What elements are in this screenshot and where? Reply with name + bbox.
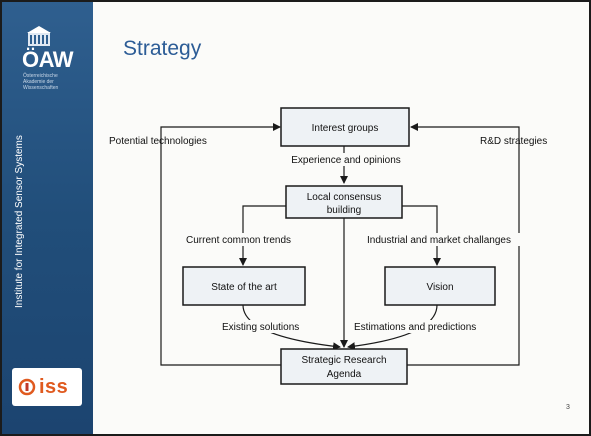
logo-subtitle-line: Akademie der (23, 79, 54, 85)
box-consensus-line1: Local consensus (307, 192, 382, 203)
logo-text: ÖAW (22, 47, 74, 72)
sidebar: ÖAW Österreichische Akademie der Wissens… (2, 2, 93, 434)
iss-logo-text: iss (39, 376, 69, 398)
box-agenda-line1: Strategic Research (301, 355, 386, 366)
box-vision: Vision (384, 266, 496, 306)
label-rd-strategies: R&D strategies (480, 136, 547, 147)
building-emblem-icon (27, 26, 51, 46)
page-number: 3 (566, 404, 570, 411)
label-industrial-challanges: Industrial and market challanges (367, 235, 511, 246)
logo-subtitle: Österreichische Akademie der Wissenschaf… (23, 73, 63, 91)
label-experience: Experience and opinions (291, 155, 401, 166)
box-vision-label: Vision (426, 282, 453, 293)
label-potential-technologies: Potential technologies (109, 136, 207, 147)
slide-title: Strategy (123, 37, 202, 60)
label-existing-solutions: Existing solutions (222, 322, 299, 333)
logo-subtitle-line: Wissenschaften (23, 85, 59, 91)
iss-mark-icon (18, 378, 36, 396)
box-strategic-agenda: Strategic Research Agenda (280, 348, 408, 385)
iss-logo: iss (12, 368, 82, 406)
arrow-potential-technologies (160, 123, 281, 366)
logo-subtitle-line: Österreichische (23, 73, 58, 79)
box-agenda-line2: Agenda (327, 369, 362, 380)
box-local-consensus: Local consensus building (285, 185, 403, 219)
box-interest-groups: Interest groups (280, 107, 410, 147)
box-interest-groups-label: Interest groups (312, 123, 379, 134)
label-current-trends: Current common trends (186, 235, 291, 246)
box-consensus-line2: building (327, 205, 361, 216)
box-state-label: State of the art (211, 282, 277, 293)
label-estimations: Estimations and predictions (354, 322, 476, 333)
edge-labels: Experience and opinions Potential techno… (109, 136, 547, 333)
oaw-logo: ÖAW Österreichische Akademie der Wissens… (18, 26, 78, 91)
box-state-of-the-art: State of the art (182, 266, 306, 306)
